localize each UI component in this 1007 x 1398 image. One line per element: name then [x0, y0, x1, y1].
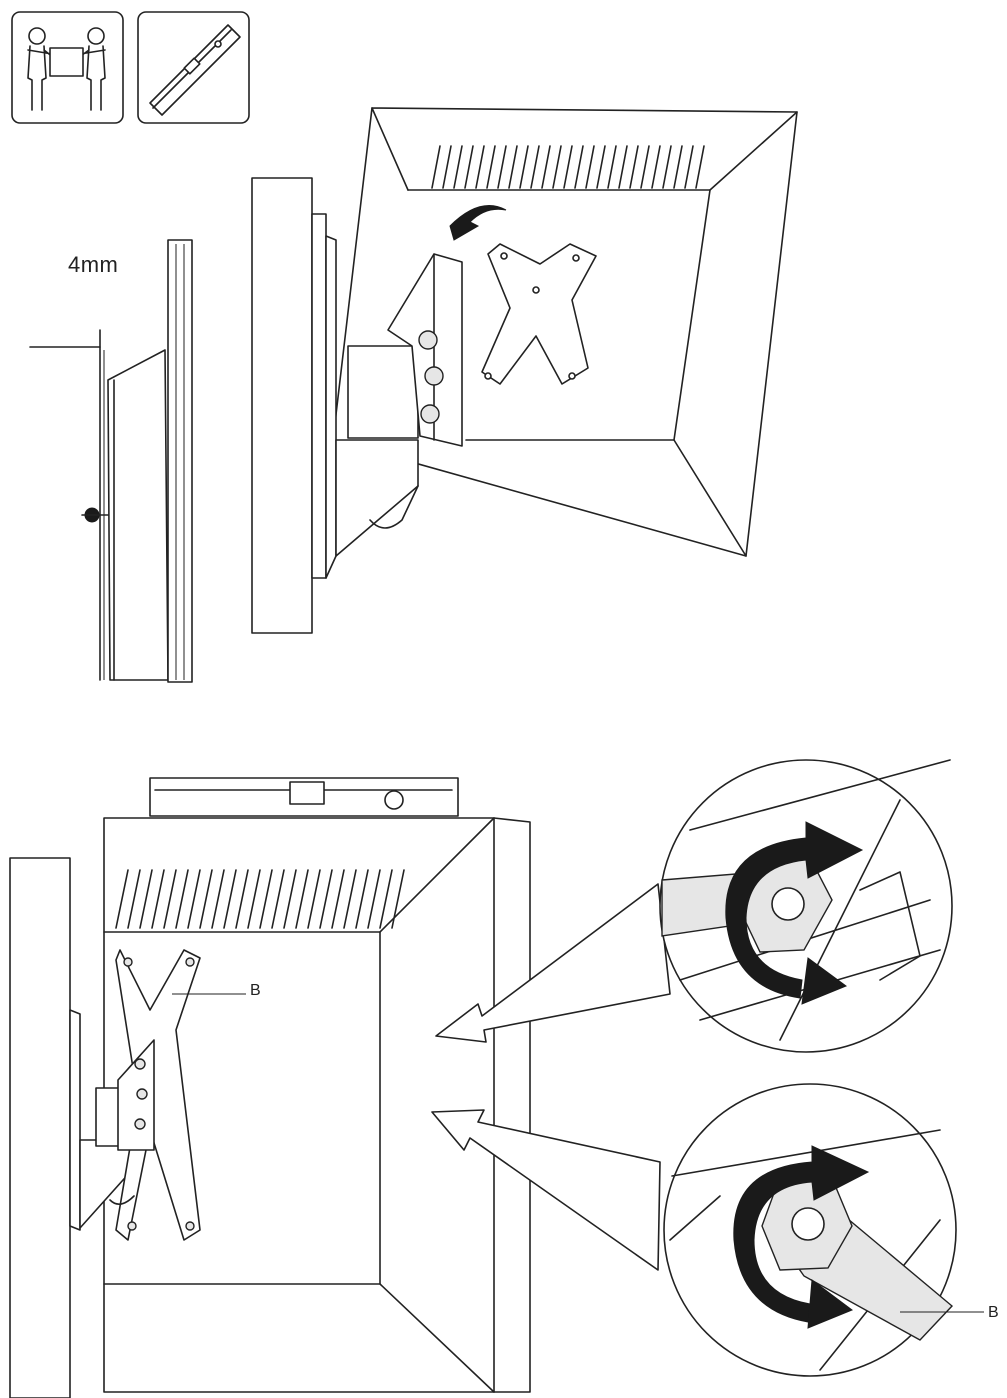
detail-circle-tighten-1: [659, 759, 953, 1053]
wall-panel-bottom: [9, 857, 71, 1398]
wall-gap-side-view: [29, 239, 193, 683]
detail-pointer-arrows: [431, 883, 671, 1271]
tv-back-tilted: [332, 107, 798, 557]
two-person-lift-icon: [11, 11, 124, 124]
wrench-detail-callout-label: B: [988, 1304, 999, 1321]
wall-panel-top: [251, 177, 313, 634]
tv-vent-bottom: [115, 869, 405, 929]
wall-arm-top: [311, 213, 463, 579]
vesa-plate-top: [481, 243, 597, 385]
tv-back-level: [103, 817, 531, 1393]
detail-circle-tighten-2: [663, 1083, 957, 1377]
spirit-level-on-tv: [149, 777, 459, 817]
rotate-clockwise-icon: [725, 821, 864, 999]
tv-vent-top: [431, 145, 705, 189]
wrench-callout-label: B: [250, 982, 261, 999]
wall-arm-bottom: [69, 949, 201, 1241]
spirit-level-icon: [137, 11, 250, 124]
wall-gap-label: 4mm: [68, 252, 119, 277]
rotate-arrow-icon: [449, 205, 507, 241]
